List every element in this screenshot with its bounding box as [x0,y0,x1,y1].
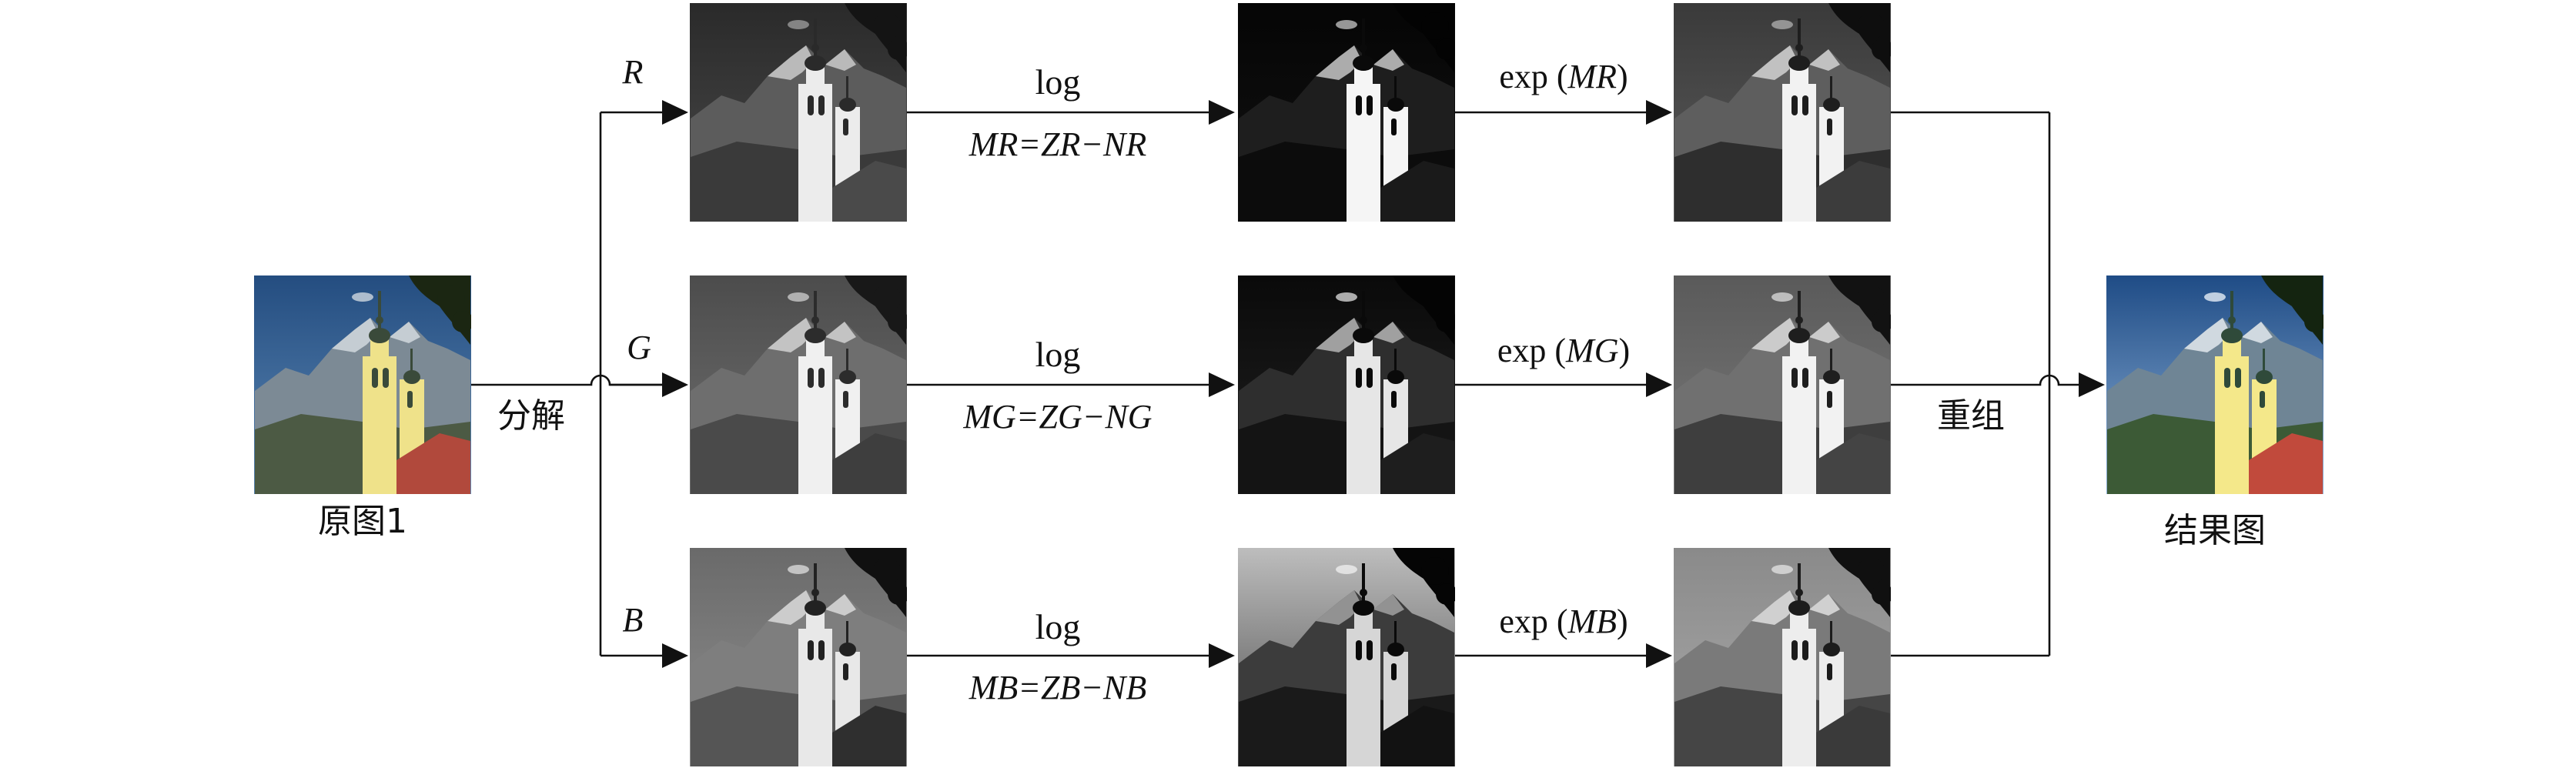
arrow-result-icon [2079,372,2105,397]
result-image [2106,275,2323,494]
arrow-exp-b-icon [1646,643,1672,668]
result-label: 结果图 [2164,511,2266,550]
exp-r-image [1674,3,1891,222]
original-label: 原图1 [318,502,407,541]
g-channel-image [690,275,907,494]
log-g-image [1238,275,1455,494]
channel-g-label: G [627,329,651,366]
original-image [254,275,471,494]
log-g-label: log [1035,335,1081,374]
exp-g-image [1674,275,1891,494]
arrow-log-r-icon [1209,100,1235,125]
arrow-exp-r-icon [1646,100,1672,125]
arrow-log-g-icon [1209,372,1235,397]
formula-g: MG=ZG−NG [962,398,1152,436]
formula-r: MR=ZR−NR [969,125,1147,163]
log-r-image [1238,3,1455,222]
log-r-label: log [1035,62,1081,102]
decompose-label: 分解 [497,396,565,436]
exp-b-label: exp (MB) [1499,603,1628,640]
arrow-log-b-icon [1209,643,1235,668]
channel-r-label: R [622,53,644,91]
exp-r-label: exp (MR) [1499,58,1628,95]
log-b-image [1238,548,1455,766]
merge-out-line [1891,374,2079,386]
log-b-label: log [1035,607,1081,646]
arrow-g-icon [662,372,688,397]
arrow-r-icon [662,100,688,125]
r-channel-image [690,3,907,222]
arrow-exp-g-icon [1646,372,1672,397]
arrow-b-icon [662,643,688,668]
channel-b-label: B [623,601,644,639]
decompose-line [471,374,677,386]
b-channel-image [690,548,907,766]
exp-g-label: exp (MG) [1497,332,1630,369]
formula-b: MB=ZB−NB [969,669,1146,706]
exp-b-image [1674,548,1891,766]
recombine-label: 重组 [1937,396,2005,436]
